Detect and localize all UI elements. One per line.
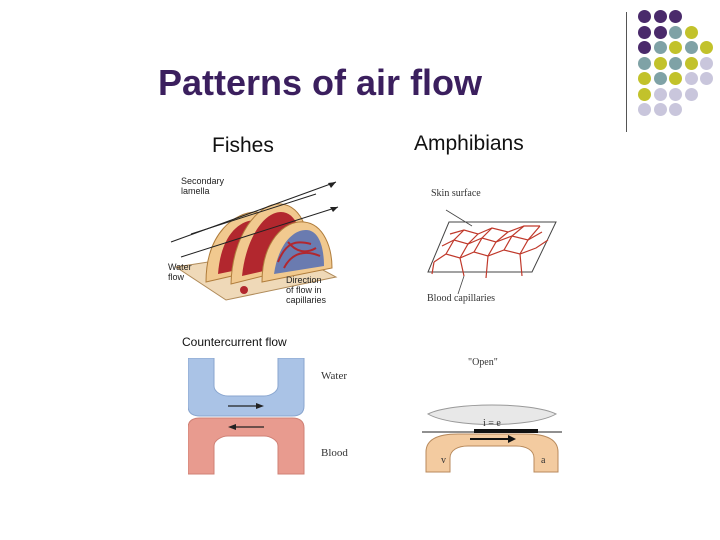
label-blood: Blood <box>321 447 348 459</box>
label-v: v <box>441 455 446 466</box>
decorative-dot <box>653 25 667 39</box>
gill-lamella-figure <box>166 172 346 307</box>
decorative-dot <box>669 41 682 54</box>
decorative-dot <box>653 10 667 23</box>
decorative-dot <box>669 103 682 116</box>
label-open: "Open" <box>468 357 498 368</box>
decorative-dot <box>684 72 698 85</box>
decorative-dot <box>653 41 667 54</box>
decorative-dot <box>669 56 682 70</box>
decorative-dot <box>653 56 667 70</box>
decorative-dot <box>700 56 713 70</box>
decorative-dot <box>638 72 651 85</box>
countercurrent-diagram <box>187 357 318 476</box>
decorative-dot <box>653 87 667 101</box>
decorative-dot <box>638 10 651 23</box>
decorative-dot <box>638 25 651 39</box>
column-label-fishes: Fishes <box>212 134 274 157</box>
decorative-dot <box>684 25 698 39</box>
decorative-dot <box>638 103 651 116</box>
countercurrent-heading: Countercurrent flow <box>182 335 287 349</box>
decorative-dot <box>700 41 713 54</box>
decorative-vertical-line <box>626 12 627 132</box>
decorative-dot <box>684 56 698 70</box>
label-water-flow: Water flow <box>168 262 192 282</box>
label-skin-surface: Skin surface <box>431 188 481 199</box>
decorative-dot <box>669 10 682 23</box>
label-a: a <box>541 455 546 466</box>
decorative-dot <box>653 103 667 116</box>
label-secondary-lamella: Secondary lamella <box>181 176 225 196</box>
decorative-dot-grid <box>638 10 720 120</box>
label-water: Water <box>321 370 347 382</box>
decorative-dot <box>669 72 682 85</box>
decorative-dot <box>684 41 698 54</box>
skin-capillary-figure <box>424 196 564 306</box>
decorative-dot <box>669 25 682 39</box>
slide-title: Patterns of air flow <box>158 62 483 103</box>
decorative-dot <box>638 56 651 70</box>
decorative-dot <box>653 72 667 85</box>
label-i-equals-e: i = e <box>483 418 501 429</box>
decorative-dot <box>669 87 682 101</box>
decorative-dot <box>700 72 713 85</box>
decorative-dot <box>638 87 651 101</box>
column-label-amphibians: Amphibians <box>414 132 524 155</box>
open-flow-figure <box>422 398 562 474</box>
decorative-dot <box>684 87 698 101</box>
decorative-dot <box>638 41 651 54</box>
label-direction-of-flow: Direction of flow in capillaries <box>286 275 327 305</box>
label-blood-capillaries: Blood capillaries <box>427 293 496 304</box>
